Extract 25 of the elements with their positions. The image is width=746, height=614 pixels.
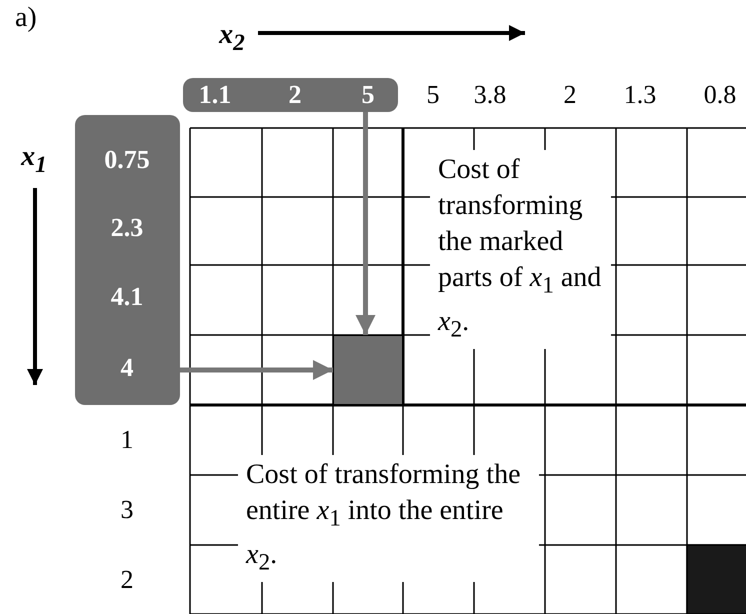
arrow [356, 112, 376, 335]
value-label: 0.8 [704, 80, 736, 110]
value-label: 5 [426, 80, 440, 110]
value-label: 3.8 [474, 80, 506, 110]
value-label: 4.1 [110, 282, 144, 312]
value-label: 2 [564, 80, 576, 110]
value-label: 2 [120, 565, 134, 595]
axis-label: x$_{2}$ [219, 19, 245, 57]
highlighted-cell [333, 335, 403, 405]
value-label: 0.75 [104, 145, 150, 175]
value-label: 2.3 [110, 213, 144, 243]
arrow [180, 360, 333, 380]
value-label: 1 [120, 425, 134, 455]
annotation-text: Cost of transforming the marked parts of x$_{1}$ and x$_{2}$. [430, 150, 611, 350]
highlight-box [75, 115, 180, 405]
label-text: a) [15, 2, 37, 34]
value-label: 1.3 [624, 80, 656, 110]
value-label: 3 [120, 495, 134, 525]
value-label: 1.1 [198, 80, 232, 110]
value-label: 2 [288, 80, 302, 110]
axis-label: x$_{1}$ [21, 141, 47, 179]
value-label: 5 [362, 80, 374, 110]
value-label: 4 [120, 353, 134, 383]
annotation-text: Cost of transforming the entire x$_{1}$ into the entire x$_{2}$. [238, 455, 539, 582]
highlight-box [183, 78, 398, 112]
